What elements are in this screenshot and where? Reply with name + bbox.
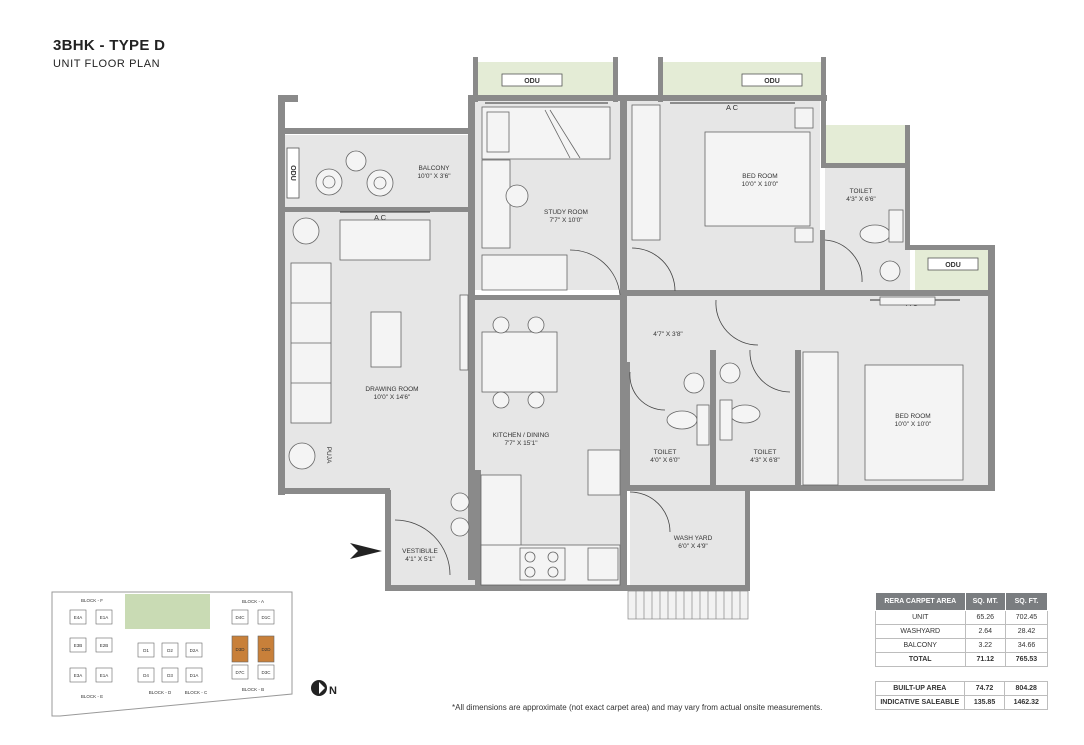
svg-text:BALCONY: BALCONY [418,165,450,172]
room-label-passage: 4'7" X 3'8" [653,331,683,338]
svg-text:D1: D1 [143,648,149,653]
svg-text:D2D: D2D [261,647,271,652]
svg-text:D4C: D4C [235,615,245,620]
table-header: SQ. MT. [964,592,1006,611]
room-label-vestibule: VESTIBULE 4'1" X 5'1" [402,548,438,563]
svg-text:D3C: D3C [261,670,271,675]
walls [278,57,995,591]
ac-label: A C [374,213,387,222]
key-block-c: BLOCK - C [185,690,208,695]
table-header: SQ. FT. [1004,592,1049,611]
svg-text:KITCHEN / DINING: KITCHEN / DINING [493,432,550,439]
room-label-kitchen: KITCHEN / DINING 7'7" X 15'1" [493,432,550,447]
room-label-washyard: WASH YARD 6'0" X 4'9" [674,535,713,550]
north-compass-icon [311,680,327,696]
svg-text:VESTIBULE: VESTIBULE [402,548,438,555]
svg-text:DRAWING ROOM: DRAWING ROOM [365,386,418,393]
key-block-a: BLOCK - A [242,599,264,604]
room-label-drawing: DRAWING ROOM 10'0" X 14'6" [365,386,418,401]
room-label-bedroom-1: BED ROOM 10'0" X 10'0" [742,173,779,188]
room-label-study: STUDY ROOM 7'7" X 10'0" [544,209,588,224]
svg-text:E1A: E1A [100,673,109,678]
svg-text:E3A: E3A [74,673,83,678]
svg-text:STUDY ROOM: STUDY ROOM [544,209,588,216]
svg-text:TOILET: TOILET [654,449,677,456]
svg-text:WASH YARD: WASH YARD [674,535,713,542]
svg-text:4'7" X 3'8": 4'7" X 3'8" [653,331,683,338]
room-label-toilet-3: TOILET 4'3" X 6'8" [750,449,780,464]
plan-subtitle: UNIT FLOOR PLAN [53,58,161,70]
svg-text:7'7" X 15'1": 7'7" X 15'1" [504,440,538,447]
svg-text:E4A: E4A [74,615,83,620]
svg-text:D1C: D1C [261,615,271,620]
room-label-toilet-2: TOILET 4'0" X 6'0" [650,449,680,464]
svg-text:BED ROOM: BED ROOM [895,413,930,420]
north-label: N [329,685,337,697]
room-label-puja: PUJA [325,447,332,464]
svg-text:D1A: D1A [190,673,199,678]
svg-text:E3B: E3B [74,643,83,648]
svg-text:10'0" X 10'0": 10'0" X 10'0" [742,181,779,188]
svg-text:10'0" X 14'6": 10'0" X 14'6" [374,394,411,401]
key-block-f: BLOCK - F [81,598,103,603]
svg-text:D3D: D3D [235,647,245,652]
furniture [288,104,964,586]
doors [394,239,863,576]
key-block-d: BLOCK - D [149,690,172,695]
svg-text:4'0" X 6'0": 4'0" X 6'0" [650,457,680,464]
odu-unit-4: ODU [286,147,300,199]
table-header: RERA CARPET AREA [875,592,966,611]
odu-unit-2: ODU [741,73,803,87]
svg-text:6'0" X 4'9": 6'0" X 4'9" [678,543,708,550]
room-label-balcony: BALCONY 10'0" X 3'6" [417,165,451,180]
disclaimer-footnote: *All dimensions are approximate (not exa… [452,703,823,712]
svg-text:ODU: ODU [945,262,961,269]
ac-label: A C [726,103,739,112]
key-block-e: BLOCK - E [81,694,103,699]
svg-text:10'0" X 3'6": 10'0" X 3'6" [417,173,451,180]
key-plan: BLOCK - F BLOCK - E BLOCK - D BLOCK - C … [51,591,293,717]
room-label-bedroom-2: BED ROOM 10'0" X 10'0" [895,413,932,428]
svg-text:TOILET: TOILET [850,188,873,195]
svg-text:D2: D2 [167,648,173,653]
svg-text:10'0" X 10'0": 10'0" X 10'0" [895,421,932,428]
room-label-toilet-1: TOILET 4'3" X 6'6" [846,188,876,203]
washyard-grill [627,590,749,620]
svg-text:4'3" X 6'8": 4'3" X 6'8" [750,457,780,464]
svg-text:ODU: ODU [289,165,296,181]
odu-unit-1: ODU [501,73,563,87]
svg-text:ODU: ODU [524,78,540,85]
key-plan-green-area [125,594,210,629]
svg-text:D4: D4 [143,673,149,678]
svg-text:E1A: E1A [100,615,109,620]
svg-text:D7C: D7C [235,670,245,675]
svg-text:4'1" X 5'1": 4'1" X 5'1" [405,556,435,563]
entry-arrow-icon [350,543,382,559]
svg-text:D2A: D2A [190,648,199,653]
odu-unit-3: ODU [927,257,979,271]
svg-text:E2B: E2B [100,643,109,648]
svg-text:7'7" X 10'0": 7'7" X 10'0" [549,217,583,224]
svg-text:BED ROOM: BED ROOM [742,173,777,180]
plan-title: 3BHK - TYPE D [53,37,166,54]
svg-text:4'3" X 6'6": 4'3" X 6'6" [846,196,876,203]
svg-text:TOILET: TOILET [754,449,777,456]
svg-text:D3: D3 [167,673,173,678]
key-block-b: BLOCK - B [242,687,264,692]
svg-text:ODU: ODU [764,78,780,85]
